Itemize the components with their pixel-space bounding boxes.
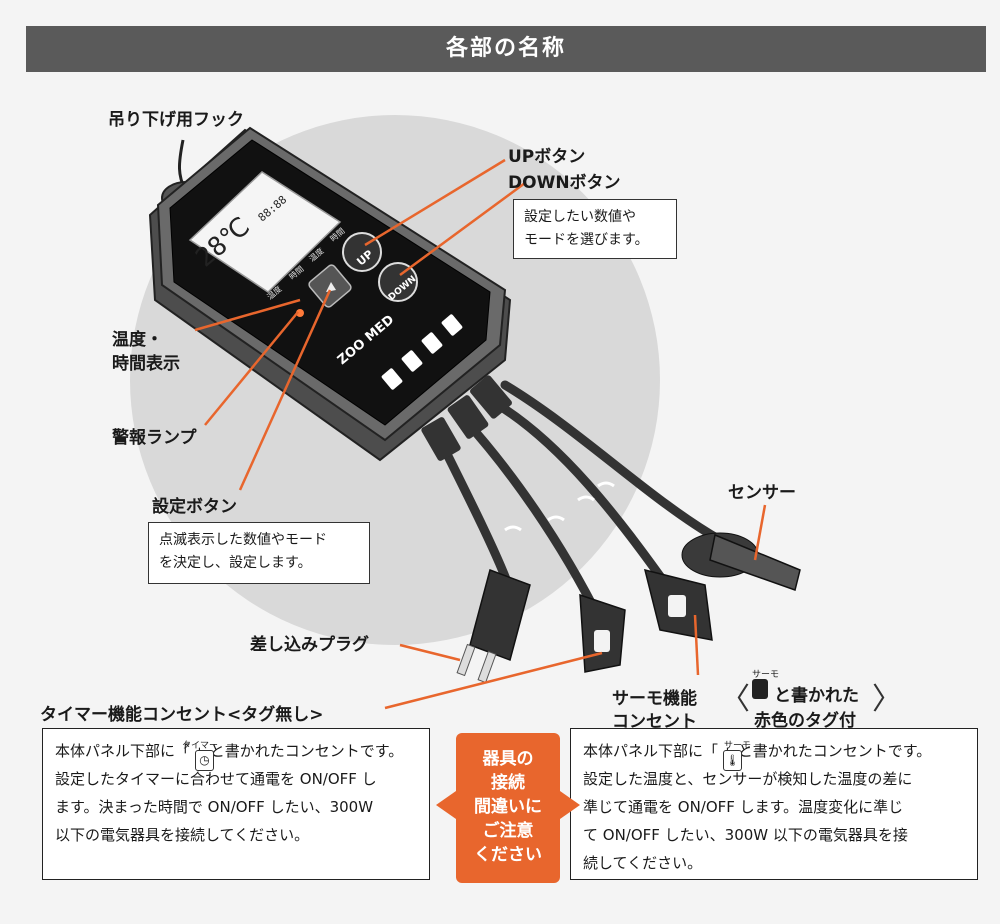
label-display-1: 温度・: [112, 330, 163, 350]
label-thermo-tag-2: 赤色のタグ付: [754, 711, 856, 731]
thermo-tag-icon: [752, 679, 768, 699]
thermo-icon: 🌡: [723, 750, 742, 771]
bracket-right: 〉: [872, 682, 902, 717]
note-updown: 設定したい数値や モードを選びます。: [513, 199, 677, 259]
timer-ruby: タイマー: [182, 741, 219, 751]
cable-breaks: [504, 481, 615, 532]
power-plug: [456, 569, 531, 684]
label-thermo-outlet-2: コンセント: [612, 712, 697, 732]
label-display-2: 時間表示: [112, 354, 180, 374]
timer-outlet: [579, 593, 626, 673]
label-thermo-outlet-1: サーモ機能: [612, 689, 697, 709]
timer-outlet-description: 本体パネル下部に「 」と書かれたコンセントです。 設定したタイマーに合わせて通電…: [42, 728, 430, 880]
warning-arrow-right: [560, 791, 580, 819]
alarm-lamp: [296, 309, 304, 317]
thermo-outlet-description: 本体パネル下部に「 」と書かれたコンセントです。 設定した温度と、センサーが検知…: [570, 728, 978, 880]
timer-clock-icon: ◷: [195, 750, 214, 771]
warning-badge: 器具の 接続 間違いに ご注意 ください: [456, 733, 560, 883]
page-title: 各部の名称: [26, 26, 986, 72]
temperature-sensor: [681, 532, 801, 591]
bracket-left: 〈: [720, 682, 750, 717]
lcd-display: [188, 171, 342, 293]
label-sensor: センサー: [728, 483, 796, 503]
label-timer-outlet: タイマー機能コンセント<タグ無し>: [40, 705, 324, 725]
thermo-outlet: [643, 568, 713, 641]
thermo-ruby: サーモ: [724, 741, 752, 751]
label-down-button: DOWNボタン: [508, 173, 621, 193]
label-up-button: UPボタン: [508, 147, 586, 167]
label-set-button: 設定ボタン: [152, 497, 237, 517]
note-set: 点滅表示した数値やモード を決定し、設定します。: [148, 522, 370, 584]
down-button[interactable]: DOWN: [378, 262, 418, 303]
thermo-tag-ruby: サーモ: [752, 670, 780, 680]
label-alarm-lamp: 警報ランプ: [112, 428, 197, 448]
label-thermo-tag-1: と書かれた: [774, 686, 859, 706]
outlet-icons: [381, 314, 463, 390]
callout-lines: [194, 158, 767, 710]
label-hook: 吊り下げ用フック: [108, 110, 244, 130]
warning-arrow-left: [436, 791, 456, 819]
label-plug: 差し込みプラグ: [250, 635, 369, 655]
